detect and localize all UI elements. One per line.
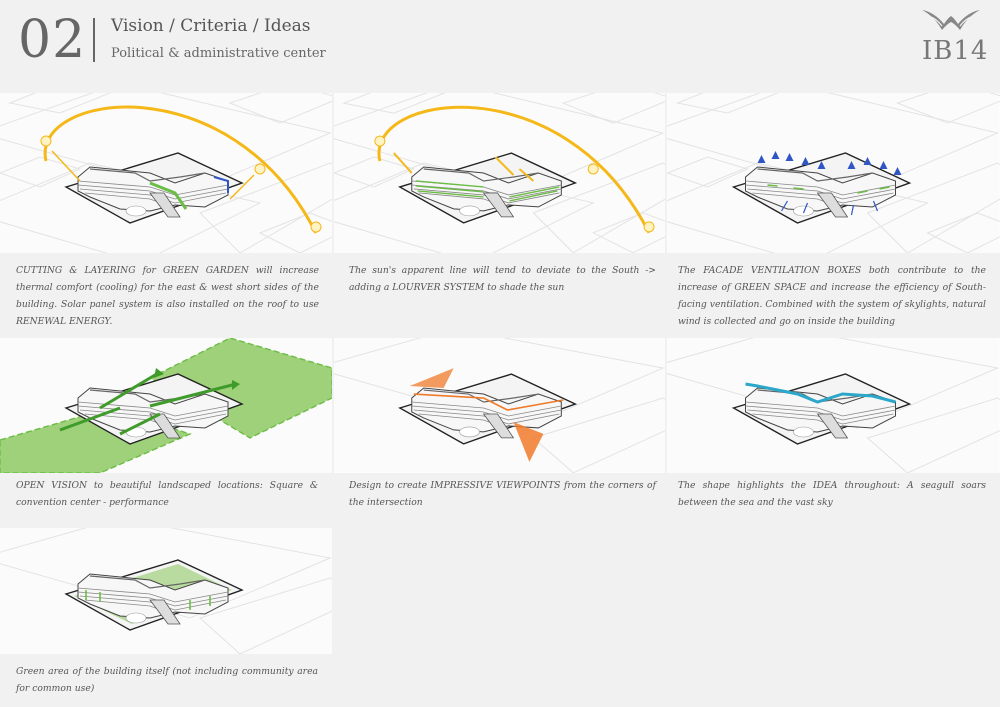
header-divider: [93, 18, 95, 62]
page-subtitle: Political & administrative center: [111, 46, 326, 61]
caption-open-vision: OPEN VISION to beautiful landscaped loca…: [16, 480, 318, 508]
seagull-logo-icon: [922, 10, 980, 30]
page-title: Vision / Criteria / Ideas: [111, 16, 311, 36]
diagram-panel-seagull-idea: [667, 338, 1000, 473]
diagram-panel-thermal-comfort: [0, 93, 332, 253]
ventilation-diagram: [667, 93, 1000, 253]
sun-deviation-diagram: [334, 93, 665, 253]
open-vision-diagram: [0, 338, 332, 473]
solar-path-diagram: [0, 93, 332, 253]
green-area-diagram: [0, 528, 332, 654]
diagram-panel-open-vision: [0, 338, 332, 473]
caption-seagull-idea: The shape highlights the IDEA throughout…: [678, 480, 986, 508]
caption-ventilation: The FACADE VENTILATION BOXES both contri…: [678, 265, 986, 327]
caption-viewpoints: Design to create IMPRESSIVE VIEWPOINTS f…: [349, 480, 656, 508]
diagram-panel-ventilation: [667, 93, 1000, 253]
diagram-panel-viewpoints: [334, 338, 665, 473]
seagull-shape-diagram: [667, 338, 1000, 473]
viewpoints-diagram: [334, 338, 665, 473]
caption-thermal-comfort: CUTTING & LAYERING for GREEN GARDEN will…: [16, 265, 319, 327]
diagram-panel-green-area: [0, 528, 332, 654]
caption-green-area: Green area of the building itself (not i…: [16, 666, 318, 694]
logo-text: IB14: [922, 36, 989, 66]
caption-louver-system: The sun's apparent line will tend to dev…: [349, 265, 656, 293]
page-number: 02: [18, 10, 87, 70]
diagram-panel-louver-system: [334, 93, 665, 253]
